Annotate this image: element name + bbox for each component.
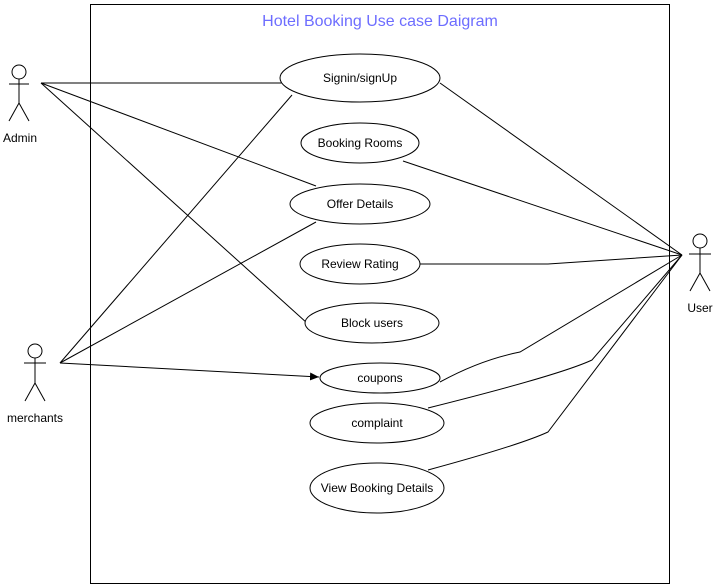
associations <box>40 82 683 471</box>
actor-merchants-leg-right <box>34 382 46 402</box>
actor-user-head <box>692 233 708 249</box>
actor-user[interactable] <box>689 233 711 292</box>
merchants-offer-line <box>59 221 317 364</box>
use-case-coupons[interactable]: coupons <box>319 362 441 394</box>
actor-admin-leg-right <box>18 102 30 122</box>
use-case-view-booking-details[interactable]: View Booking Details <box>309 462 445 514</box>
actor-merchants-label: merchants <box>7 411 63 425</box>
use-case-block-users[interactable]: Block users <box>304 302 440 344</box>
user-complaint-line <box>427 254 683 409</box>
use-case-booking-rooms-label: Booking Rooms <box>318 136 403 150</box>
use-case-signin[interactable]: Signin/signUp <box>279 53 441 103</box>
actor-admin-label: Admin <box>3 131 37 145</box>
user-review-line <box>420 254 683 265</box>
use-case-complaint-label: complaint <box>351 416 403 430</box>
user-booking-line <box>402 160 683 256</box>
merchants-coupons-line <box>59 362 320 381</box>
actor-user-leg-right <box>699 272 711 292</box>
use-case-review-rating-label: Review Rating <box>321 257 398 271</box>
merchants-signin-line <box>59 94 293 364</box>
use-case-booking-rooms[interactable]: Booking Rooms <box>300 122 420 164</box>
actor-merchants[interactable] <box>24 343 46 402</box>
use-case-offer-details-label: Offer Details <box>327 197 393 211</box>
use-case-signin-label: Signin/signUp <box>323 71 397 85</box>
actor-merchants-leg-left <box>24 382 36 402</box>
use-case-complaint[interactable]: complaint <box>309 402 445 444</box>
user-view-booking-line <box>427 254 683 471</box>
diagram-title: Hotel Booking Use case Daigram <box>262 13 498 30</box>
actor-admin[interactable] <box>8 64 30 122</box>
use-case-offer-details[interactable]: Offer Details <box>289 183 431 225</box>
system-boundary <box>90 4 670 584</box>
use-case-view-booking-details-label: View Booking Details <box>321 481 434 495</box>
admin-offer-line <box>40 82 317 187</box>
actor-user-label: User <box>687 301 712 315</box>
actor-merchants-head <box>27 343 43 359</box>
actor-admin-head <box>11 64 27 80</box>
use-case-coupons-label: coupons <box>357 371 402 385</box>
use-case-review-rating[interactable]: Review Rating <box>299 243 421 285</box>
admin-block-line <box>40 82 308 324</box>
actor-admin-leg-left <box>8 102 20 122</box>
user-coupons-line <box>439 254 683 383</box>
user-signin-line <box>439 82 683 256</box>
actor-user-leg-left <box>689 272 701 292</box>
use-case-block-users-label: Block users <box>341 316 403 330</box>
